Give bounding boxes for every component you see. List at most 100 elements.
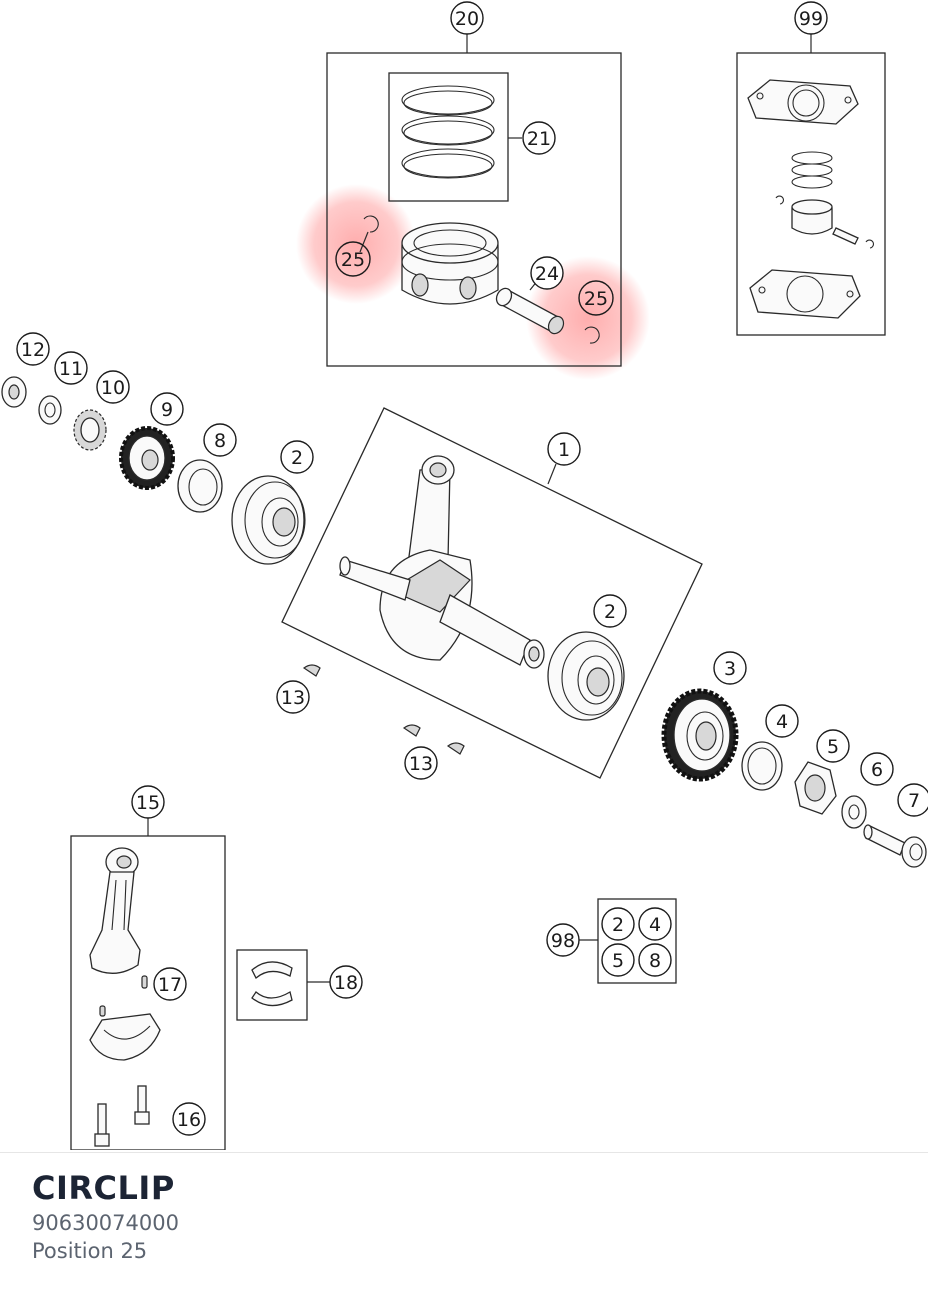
- piston-rings-box: [388, 72, 509, 202]
- circlip-left[interactable]: [363, 215, 379, 233]
- callout-k8[interactable]: 8: [638, 943, 672, 977]
- nut-12[interactable]: [1, 376, 27, 408]
- woodruff-key-bottom-a[interactable]: [402, 724, 421, 737]
- callout-label: 3: [724, 658, 736, 680]
- callout-label: 4: [776, 711, 788, 733]
- callout-c11[interactable]: 11: [54, 351, 88, 385]
- highlight-position-25-right[interactable]: [526, 256, 650, 380]
- crankshaft-box: [281, 407, 703, 779]
- callout-c7[interactable]: 7: [897, 783, 928, 817]
- washer-6[interactable]: [841, 795, 867, 829]
- gear-3[interactable]: [661, 688, 739, 782]
- piston-kit-box: [326, 52, 622, 367]
- callout-label: 25: [341, 249, 365, 271]
- callout-c2a[interactable]: 2: [280, 440, 314, 474]
- bearing-shells-box: [236, 949, 308, 1021]
- callout-c8[interactable]: 8: [203, 423, 237, 457]
- callout-label: 10: [101, 377, 125, 399]
- callout-label: 2: [612, 914, 624, 936]
- bearing-2-right[interactable]: [547, 631, 625, 721]
- gear-10[interactable]: [73, 409, 107, 451]
- callout-label: 24: [535, 263, 559, 285]
- gasket-kit-parts[interactable]: [747, 79, 874, 319]
- callout-c25b[interactable]: 25: [578, 280, 614, 316]
- dowel-pin-small[interactable]: [99, 1005, 106, 1017]
- rod-cap[interactable]: [89, 1013, 161, 1061]
- callout-c25a[interactable]: 25: [335, 241, 371, 277]
- callout-label: 2: [291, 447, 303, 469]
- circlip-right[interactable]: [584, 326, 600, 344]
- callout-label: 99: [799, 8, 823, 30]
- callout-label: 11: [59, 358, 83, 380]
- exploded-parts-diagram: 2099212524251211109821234567131315171816…: [1, 1, 928, 1150]
- callout-label: 9: [161, 399, 173, 421]
- nut-5[interactable]: [794, 761, 837, 815]
- callout-label: 12: [21, 339, 45, 361]
- callout-label: 2: [604, 601, 616, 623]
- callout-c10[interactable]: 10: [96, 370, 130, 404]
- callout-c5[interactable]: 5: [816, 729, 850, 763]
- callout-c6[interactable]: 6: [860, 752, 894, 786]
- bearing-2-left[interactable]: [231, 475, 306, 565]
- callout-c13a[interactable]: 13: [276, 680, 310, 714]
- callout-k4[interactable]: 4: [638, 907, 672, 941]
- dowel-pin-17[interactable]: [141, 975, 148, 989]
- bolt-7[interactable]: [863, 824, 927, 868]
- bearing-shell-lower[interactable]: [251, 990, 293, 1007]
- crankshaft[interactable]: [339, 455, 545, 669]
- callout-label: 8: [214, 430, 226, 452]
- gear-9[interactable]: [119, 426, 175, 490]
- kit-98-box: [597, 898, 677, 984]
- callout-label: 15: [136, 792, 160, 814]
- callout-c17[interactable]: 17: [153, 967, 187, 1001]
- woodruff-key-bottom-b[interactable]: [446, 742, 465, 755]
- callout-c15[interactable]: 15: [131, 785, 165, 819]
- callout-c4[interactable]: 4: [765, 704, 799, 738]
- washer-4[interactable]: [741, 741, 783, 791]
- bearing-shell-upper[interactable]: [251, 961, 293, 980]
- washer-11[interactable]: [38, 395, 62, 425]
- connecting-rod-box: [70, 835, 226, 1150]
- callout-k2[interactable]: 2: [601, 907, 635, 941]
- callout-c16[interactable]: 16: [172, 1102, 206, 1136]
- callout-c20[interactable]: 20: [450, 1, 484, 35]
- rod-bolt-16[interactable]: [94, 1085, 150, 1147]
- part-number: 90630074000: [32, 1211, 179, 1235]
- part-position: Position 25: [32, 1239, 148, 1263]
- piston[interactable]: [401, 222, 499, 305]
- callout-label: 21: [527, 128, 551, 150]
- callout-label: 16: [177, 1109, 201, 1131]
- callout-label: 5: [612, 950, 624, 972]
- callout-c98[interactable]: 98: [546, 923, 580, 957]
- callout-c3[interactable]: 3: [713, 651, 747, 685]
- callout-c18[interactable]: 18: [329, 965, 363, 999]
- callout-c13b[interactable]: 13: [404, 746, 438, 780]
- highlight-position-25-left[interactable]: [296, 184, 416, 304]
- piston-pin[interactable]: [494, 286, 567, 336]
- callout-c21[interactable]: 21: [522, 121, 556, 155]
- callout-c12[interactable]: 12: [16, 332, 50, 366]
- callout-label: 25: [584, 288, 608, 310]
- shaft-seal-8[interactable]: [177, 459, 223, 513]
- callout-label: 98: [551, 930, 575, 952]
- callout-label: 1: [558, 439, 570, 461]
- callout-c99[interactable]: 99: [794, 1, 828, 35]
- callout-label: 13: [409, 753, 433, 775]
- woodruff-key-top[interactable]: [302, 664, 321, 677]
- callout-label: 8: [649, 950, 661, 972]
- callout-label: 6: [871, 759, 883, 781]
- connecting-rod[interactable]: [89, 847, 141, 974]
- callout-label: 13: [281, 687, 305, 709]
- callout-c1[interactable]: 1: [547, 432, 581, 466]
- callout-label: 18: [334, 972, 358, 994]
- callout-c2b[interactable]: 2: [593, 594, 627, 628]
- callout-c9[interactable]: 9: [150, 392, 184, 426]
- callout-c24[interactable]: 24: [530, 256, 564, 290]
- piston-rings[interactable]: [401, 85, 495, 179]
- part-title: CIRCLIP: [32, 1169, 175, 1207]
- callout-label: 5: [827, 736, 839, 758]
- callout-label: 4: [649, 914, 661, 936]
- callout-label: 20: [455, 8, 479, 30]
- callout-label: 7: [908, 790, 920, 812]
- callout-k5[interactable]: 5: [601, 943, 635, 977]
